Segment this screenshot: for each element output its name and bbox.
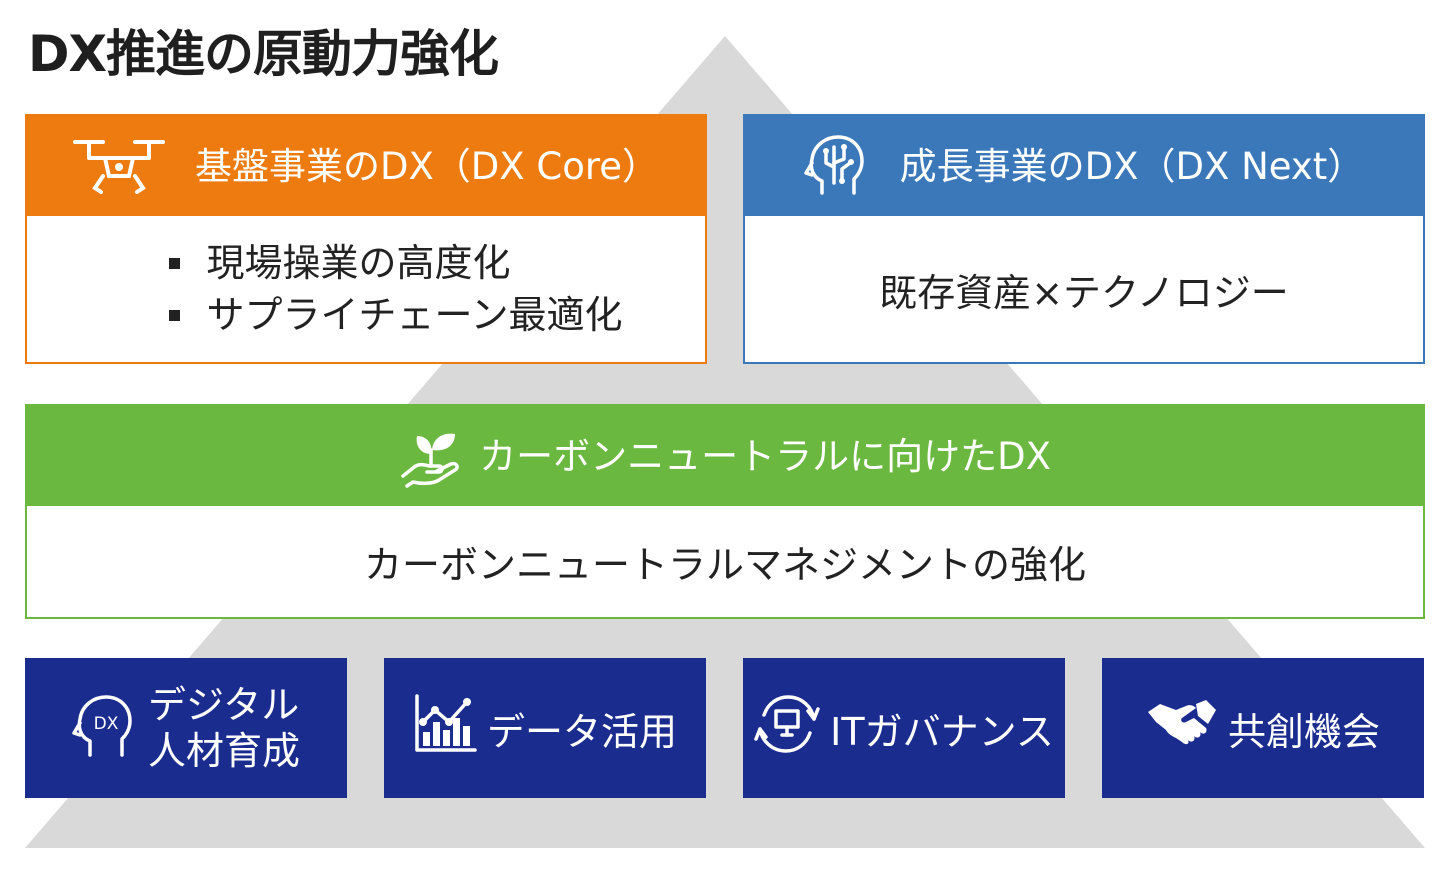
foundation-it-governance: ITガバナンス — [743, 658, 1065, 798]
sprout-hand-icon — [399, 424, 463, 488]
dx-next-box: 成長事業のDX（DX Next） 既存資産×テクノロジー — [743, 114, 1425, 364]
page-title: DX推進の原動力強化 — [28, 25, 499, 83]
drone-icon — [72, 136, 165, 196]
list-item: 現場操業の高度化 — [169, 237, 622, 289]
it-governance-label: ITガバナンス — [830, 709, 1054, 754]
foundation-co-creation: 共創機会 — [1102, 658, 1424, 798]
dx-core-list: 現場操業の高度化 サプライチェーン最適化 — [109, 237, 623, 341]
foundation-data-utilization: データ活用 — [384, 658, 706, 798]
dx-next-heading: 成長事業のDX（DX Next） — [899, 144, 1365, 188]
dx-next-body: 既存資産×テクノロジー — [745, 216, 1423, 362]
carbon-neutral-heading: カーボンニュートラルに向けたDX — [479, 434, 1051, 478]
dx-core-box: 基盤事業のDX（DX Core） 現場操業の高度化 サプライチェーン最適化 — [25, 114, 707, 364]
foundation-digital-talent: DX デジタル 人材育成 — [25, 658, 347, 798]
list-item: サプライチェーン最適化 — [169, 289, 623, 341]
carbon-neutral-box: カーボンニュートラルに向けたDX カーボンニュートラルマネジメントの強化 — [25, 404, 1425, 619]
carbon-neutral-body: カーボンニュートラルマネジメントの強化 — [27, 506, 1423, 617]
co-creation-label: 共創機会 — [1227, 709, 1380, 754]
chart-icon — [413, 692, 477, 765]
carbon-neutral-header: カーボンニュートラルに向けたDX — [27, 406, 1423, 506]
digital-talent-label-line1: デジタル — [147, 683, 300, 727]
handshake-icon — [1146, 696, 1218, 761]
svg-text:DX: DX — [94, 714, 119, 734]
digital-talent-label-line2: 人材育成 — [147, 729, 300, 773]
dx-next-text: 既存資産×テクノロジー — [879, 270, 1289, 315]
dx-head-icon: DX — [72, 689, 138, 768]
data-utilization-label: データ活用 — [486, 709, 677, 754]
carbon-neutral-text: カーボンニュートラルマネジメントの強化 — [363, 543, 1086, 587]
it-cycle-icon — [754, 691, 820, 766]
dx-core-body: 現場操業の高度化 サプライチェーン最適化 — [27, 216, 705, 362]
dx-core-heading: 基盤事業のDX（DX Core） — [194, 144, 660, 188]
ai-head-icon — [803, 133, 870, 199]
dx-core-header: 基盤事業のDX（DX Core） — [27, 116, 705, 216]
dx-next-header: 成長事業のDX（DX Next） — [745, 116, 1423, 216]
